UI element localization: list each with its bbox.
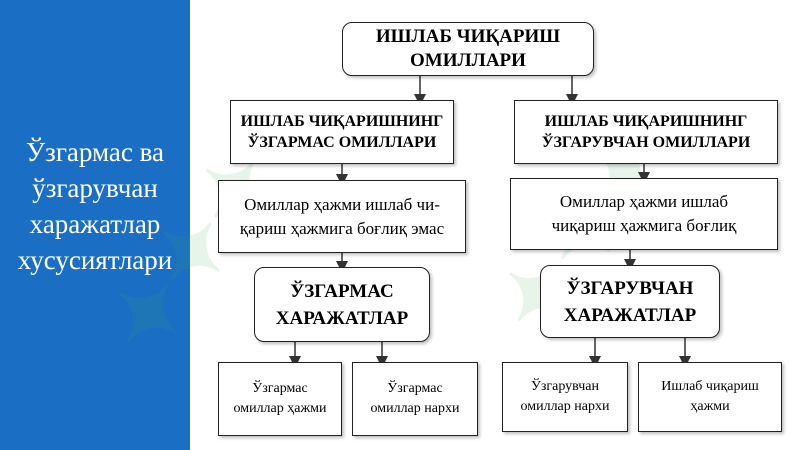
node-label: ОМИЛЛАРИ bbox=[410, 50, 526, 71]
node-label: қариш ҳажмига боғлиқ эмас bbox=[239, 218, 445, 238]
node-label: Ўзгармас bbox=[387, 381, 443, 396]
side-title-line: ўзгарувчан bbox=[32, 173, 158, 203]
side-title-line: харажатлар bbox=[29, 209, 161, 239]
node-label: ЎЗГАРУВЧАН bbox=[566, 277, 694, 299]
node-label: ИШЛАБ ЧИҚАРИШНИНГ bbox=[544, 113, 748, 130]
node-variable-description: Омиллар ҳажми ишлаб чиқариш ҳажмига боғл… bbox=[510, 178, 778, 250]
node-label: ЎЗГАРМАС bbox=[290, 280, 394, 302]
node-label: Омиллар ҳажми ишлаб чи- bbox=[244, 194, 440, 214]
node-production-volume: Ишлаб чиқариш ҳажми bbox=[638, 362, 782, 432]
node-production-factors: ИШЛАБ ЧИҚАРИШ ОМИЛЛАРИ bbox=[342, 22, 594, 76]
node-label: ИШЛАБ ЧИҚАРИШНИНГ bbox=[240, 113, 444, 130]
side-title-line: Ўзгармас ва bbox=[26, 137, 164, 167]
node-fixed-description: Омиллар ҳажми ишлаб чи- қариш ҳажмига бо… bbox=[218, 180, 466, 253]
node-label: ХАРАЖАТЛАР bbox=[563, 304, 697, 326]
node-variable-costs: ЎЗГАРУВЧАН ХАРАЖАТЛАР bbox=[540, 265, 720, 338]
side-panel: Ўзгармас ва ўзгарувчан харажатлар хусуси… bbox=[0, 0, 190, 450]
node-variable-factor-price: Ўзгарувчан омиллар нархи bbox=[502, 362, 628, 432]
node-label: ҳажми bbox=[690, 399, 730, 414]
node-label: ЎЗГАРУВЧАН ОМИЛЛАРИ bbox=[541, 134, 751, 151]
side-title-line: хусусиятлари bbox=[17, 245, 173, 275]
node-label: ЎЗГАРМАС ОМИЛЛАРИ bbox=[247, 134, 437, 151]
node-label: омиллар ҳажми bbox=[233, 401, 327, 416]
node-label: чиқариш ҳажмига боғлиқ bbox=[551, 216, 737, 235]
node-fixed-factor-price: Ўзгармас омиллар нархи bbox=[352, 362, 478, 436]
node-label: омиллар нархи bbox=[520, 399, 610, 414]
node-label: Ўзгарувчан bbox=[530, 379, 600, 394]
node-fixed-costs: ЎЗГАРМАС ХАРАЖАТЛАР bbox=[254, 267, 430, 342]
node-label: Ишлаб чиқариш bbox=[661, 379, 759, 394]
node-fixed-factors: ИШЛАБ ЧИҚАРИШНИНГ ЎЗГАРМАС ОМИЛЛАРИ bbox=[230, 100, 454, 164]
node-label: Ўзгармас bbox=[252, 381, 308, 396]
node-label: омиллар нархи bbox=[370, 401, 460, 416]
side-title: Ўзгармас ва ўзгарувчан харажатлар хусуси… bbox=[18, 134, 173, 278]
node-label: Омиллар ҳажми ишлаб bbox=[559, 192, 729, 211]
node-variable-factors: ИШЛАБ ЧИҚАРИШНИНГ ЎЗГАРУВЧАН ОМИЛЛАРИ bbox=[514, 100, 778, 164]
node-label: ХАРАЖАТЛАР bbox=[275, 307, 409, 329]
node-fixed-factor-volume: Ўзгармас омиллар ҳажми bbox=[218, 362, 342, 436]
node-label: ИШЛАБ ЧИҚАРИШ bbox=[375, 26, 561, 47]
